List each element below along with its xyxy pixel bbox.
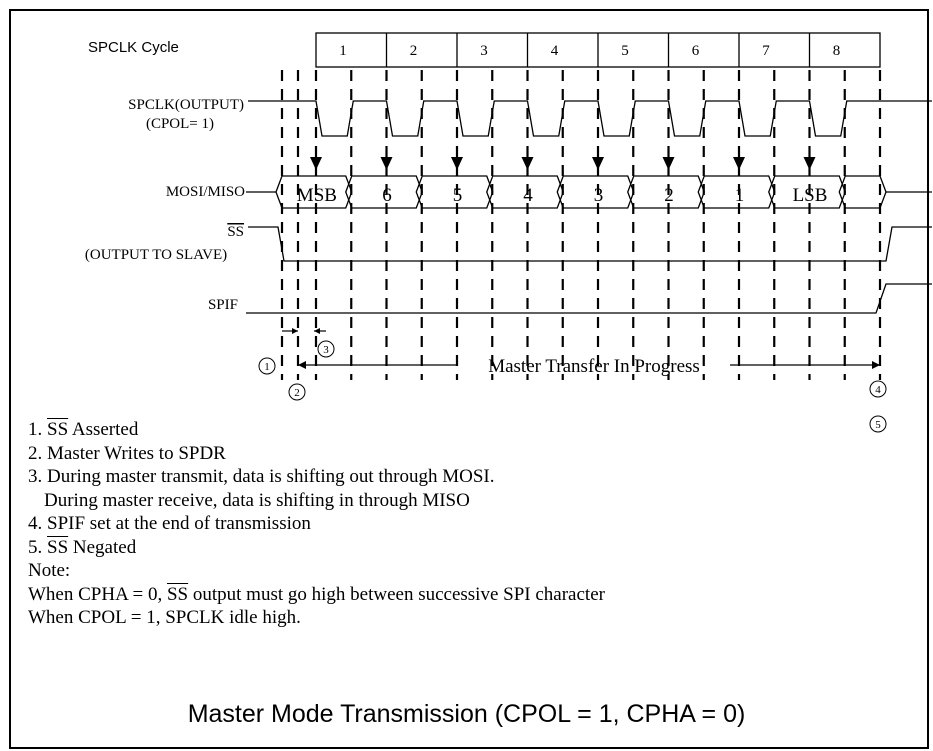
step-markers: 1 2 3 4 5 bbox=[258, 340, 887, 433]
mosi-miso-bus: MSB 6 5 4 3 2 1 LSB bbox=[246, 175, 932, 209]
data-bit-label: 5 bbox=[453, 185, 463, 206]
step-marker-circle bbox=[258, 357, 276, 375]
note-line: 5. SS Negated bbox=[28, 536, 137, 558]
clock-label-line1: SPCLK(OUTPUT) bbox=[128, 97, 244, 113]
note-line: When CPOL = 1, SPCLK idle high. bbox=[28, 607, 301, 628]
interval-arrow-3 bbox=[314, 328, 326, 334]
data-bit-cell bbox=[556, 175, 635, 209]
clock-label-line2: (CPOL= 1) bbox=[146, 116, 214, 132]
step-marker-circle bbox=[869, 380, 887, 398]
data-bit-cell bbox=[345, 175, 423, 209]
data-bit-label: 2 bbox=[664, 185, 674, 206]
ss-label-line2: (OUTPUT TO SLAVE) bbox=[85, 247, 227, 263]
cycle-label: 2 bbox=[410, 43, 418, 59]
step-marker-circle bbox=[869, 415, 887, 433]
step-marker-label: 1 bbox=[264, 361, 270, 373]
sample-arrow bbox=[733, 157, 745, 170]
note-line: 3. During master transmit, data is shift… bbox=[28, 466, 495, 487]
cycle-label: 7 bbox=[762, 43, 770, 59]
note-line: 2. Master Writes to SPDR bbox=[28, 442, 226, 464]
note-line: During master receive, data is shifting … bbox=[44, 489, 470, 511]
spclk-waveform bbox=[248, 100, 932, 137]
data-bit-label: 3 bbox=[594, 185, 604, 206]
transfer-progress-label: Master Transfer In Progress bbox=[488, 356, 700, 377]
data-bit-label: 4 bbox=[523, 185, 533, 206]
sample-arrow bbox=[662, 157, 675, 170]
data-bit-label: MSB bbox=[297, 185, 337, 206]
data-bit-cell bbox=[415, 175, 494, 209]
step-marker-circle bbox=[317, 340, 335, 358]
sample-arrow bbox=[310, 157, 322, 170]
spif-waveform bbox=[246, 283, 932, 314]
cycle-row: SPCLK Cycle 1 2 3 4 5 6 7 8 bbox=[88, 32, 881, 68]
step-marker-circle bbox=[288, 383, 306, 401]
note-line: When CPHA = 0, SS output must go high be… bbox=[28, 583, 605, 605]
data-bit-label: 6 bbox=[382, 185, 392, 206]
cycle-row-label: SPCLK Cycle bbox=[88, 39, 179, 56]
data-bit-cell bbox=[697, 175, 776, 209]
step-marker-label: 5 bbox=[875, 419, 881, 431]
diagram-title: Master Mode Transmission (CPOL = 1, CPHA… bbox=[187, 700, 746, 728]
note-line: 1. SS Asserted bbox=[28, 419, 139, 440]
cycle-label: 1 bbox=[339, 43, 347, 59]
cycle-label: 6 bbox=[692, 43, 700, 59]
note-line: Note: bbox=[28, 560, 71, 581]
step-marker-label: 2 bbox=[294, 387, 300, 399]
spif-label: SPIF bbox=[208, 297, 238, 313]
data-label: MOSI/MISO bbox=[166, 184, 245, 200]
ss-waveform bbox=[248, 226, 932, 262]
dashed-guide-lines bbox=[280, 70, 882, 380]
note-line: 4. SPIF set at the end of transmission bbox=[28, 513, 311, 534]
cycle-label: 3 bbox=[480, 43, 488, 59]
diagram-frame bbox=[9, 9, 929, 749]
data-bit-cell bbox=[486, 175, 564, 209]
step-marker-label: 4 bbox=[875, 384, 881, 396]
transfer-progress-arrow: Master Transfer In Progress bbox=[298, 356, 880, 377]
sample-arrow bbox=[451, 157, 463, 170]
cycle-label: 4 bbox=[551, 43, 559, 59]
data-bit-cell bbox=[627, 175, 705, 209]
cycle-label: 5 bbox=[621, 43, 629, 59]
ss-label-line1: SS bbox=[227, 224, 244, 240]
data-bit-label: 1 bbox=[735, 185, 745, 206]
cycle-label: 8 bbox=[833, 43, 841, 59]
data-bit-cell bbox=[768, 175, 846, 209]
sample-arrow bbox=[380, 157, 393, 170]
interval-arrow-2 bbox=[282, 328, 298, 334]
step-marker-label: 3 bbox=[323, 344, 329, 356]
sample-arrow bbox=[521, 157, 534, 170]
sample-arrow bbox=[803, 157, 816, 170]
data-bit-label: LSB bbox=[793, 185, 828, 206]
sample-arrow bbox=[592, 157, 604, 170]
sample-arrows bbox=[310, 157, 816, 170]
data-bit-cell bbox=[275, 175, 353, 209]
